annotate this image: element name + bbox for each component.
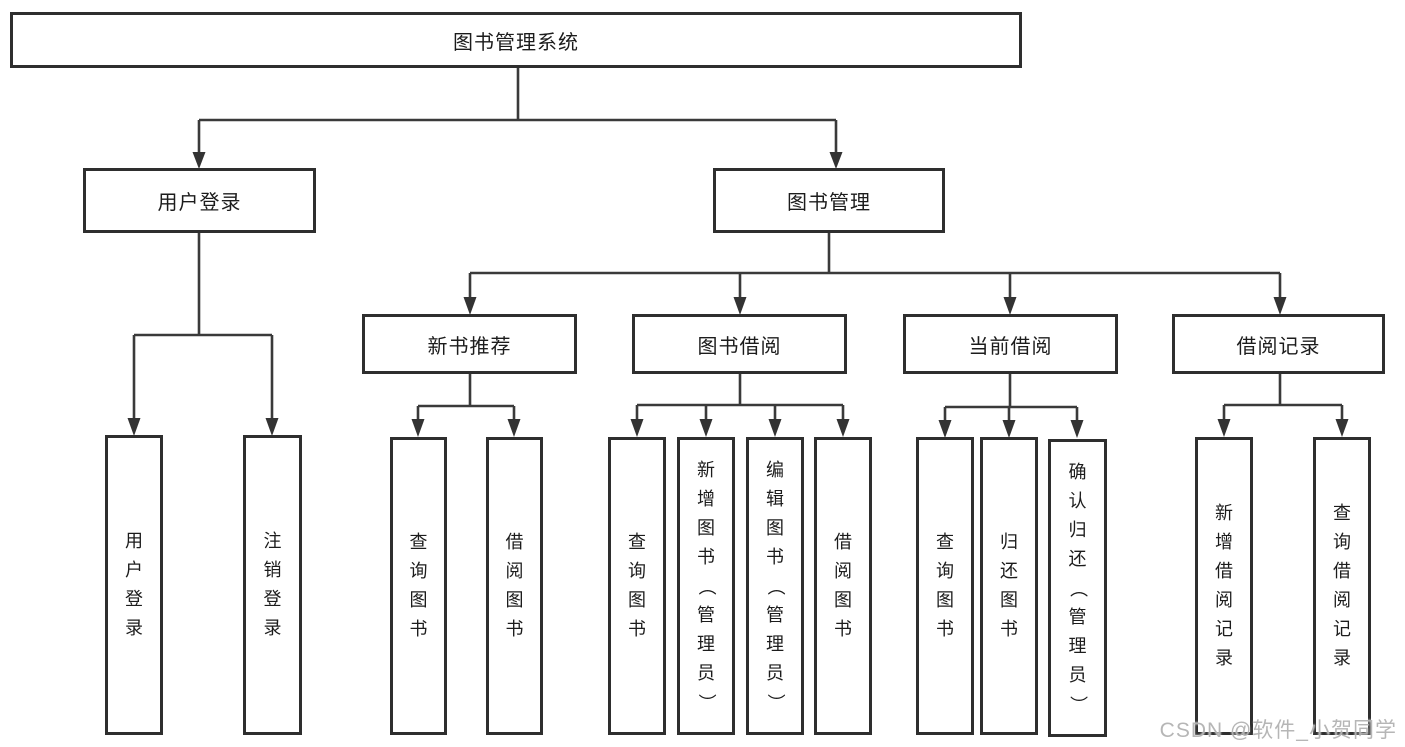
node-borrowing-records: 借阅记录 xyxy=(1172,314,1385,374)
node-new-book-recommend: 新书推荐 xyxy=(362,314,577,374)
leaf-bb-query-books: 查询图书 xyxy=(608,437,666,735)
leaf-bb-add-books-admin: 新增图书（管理员） xyxy=(677,437,735,735)
leaf-bb-edit-books-admin: 编辑图书（管理员） xyxy=(746,437,804,735)
node-book-management: 图书管理 xyxy=(713,168,945,233)
leaf-br-query-record: 查询借阅记录 xyxy=(1313,437,1371,735)
connector-book-mgmt-to-level3 xyxy=(463,233,1287,315)
node-current-borrowing-label: 当前借阅 xyxy=(968,335,1053,358)
leaf-cb-confirm-return-admin: 确认归还（管理员） xyxy=(1048,439,1107,737)
node-root-label: 图书管理系统 xyxy=(453,31,579,54)
node-current-borrowing: 当前借阅 xyxy=(903,314,1118,374)
node-root-system: 图书管理系统 xyxy=(10,12,1022,68)
connector-book-borrow-to-leaves xyxy=(630,374,850,437)
leaf-nbr-borrow-books: 借阅图书 xyxy=(486,437,543,735)
node-book-borrowing-label: 图书借阅 xyxy=(697,335,782,358)
leaf-cb-query-books: 查询图书 xyxy=(916,437,974,735)
connector-user-login-to-leaves xyxy=(127,233,279,436)
connector-current-borrow-to-leaves xyxy=(938,374,1084,438)
connector-new-book-rec-to-leaves xyxy=(411,374,521,437)
node-new-book-recommend-label: 新书推荐 xyxy=(427,335,512,358)
leaf-logout: 注销登录 xyxy=(243,435,302,735)
node-book-management-label: 图书管理 xyxy=(787,192,871,214)
leaf-bb-borrow-books: 借阅图书 xyxy=(814,437,872,735)
node-user-login: 用户登录 xyxy=(83,168,316,233)
node-book-borrowing: 图书借阅 xyxy=(632,314,847,374)
leaf-br-add-record: 新增借阅记录 xyxy=(1195,437,1253,735)
node-borrowing-records-label: 借阅记录 xyxy=(1236,335,1321,358)
node-user-login-label: 用户登录 xyxy=(157,192,242,214)
leaf-nbr-query-books: 查询图书 xyxy=(390,437,447,735)
csdn-watermark: CSDN @软件_小贺同学 xyxy=(1159,719,1397,742)
leaf-user-login: 用户登录 xyxy=(105,435,163,735)
leaf-cb-return-books: 归还图书 xyxy=(980,437,1038,735)
connector-borrow-records-to-leaves xyxy=(1217,374,1349,437)
connector-root-to-level2 xyxy=(192,68,843,169)
